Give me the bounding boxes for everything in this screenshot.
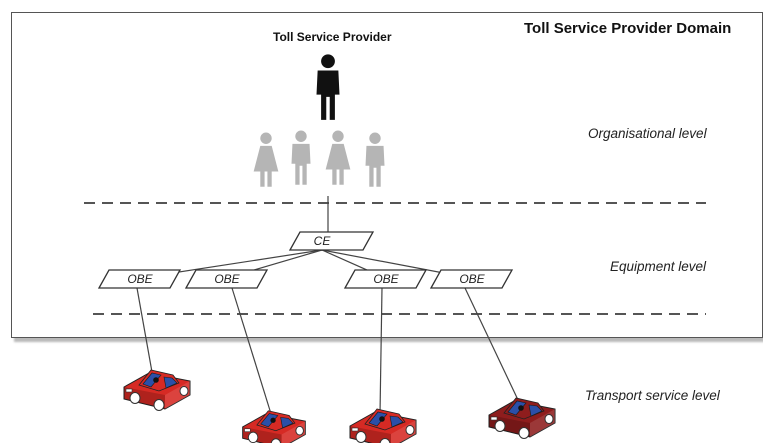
connectors (136, 196, 520, 418)
obe-node-3: OBE (343, 269, 428, 289)
vehicle-icon (242, 410, 306, 443)
obe-node-2: OBE (184, 269, 269, 289)
ce-node: CE (288, 231, 375, 251)
vehicle-icon (349, 408, 417, 443)
transport-service-level-label: Transport service level (585, 388, 720, 403)
vehicle-icon (488, 397, 556, 439)
staff-male-icon (365, 132, 385, 187)
staff-female-icon (253, 132, 279, 187)
obe-node-1: OBE (97, 269, 182, 289)
staff-female-icon (325, 130, 351, 185)
provider-person-icon (316, 54, 340, 120)
obe-node-label: OBE (127, 272, 153, 286)
obe-node-label: OBE (214, 272, 240, 286)
obe-node-label: OBE (373, 272, 399, 286)
provider-title: Toll Service Provider (273, 30, 392, 44)
organisational-level-label: Organisational level (588, 126, 707, 141)
staff-male-icon (291, 130, 311, 185)
vehicle-icon (123, 369, 191, 411)
obe-node-label: OBE (459, 272, 485, 286)
domain-title: Toll Service Provider Domain (524, 20, 732, 37)
ce-node-label: CE (314, 234, 332, 248)
obe-node-4: OBE (429, 269, 514, 289)
equipment-level-label: Equipment level (610, 259, 707, 274)
